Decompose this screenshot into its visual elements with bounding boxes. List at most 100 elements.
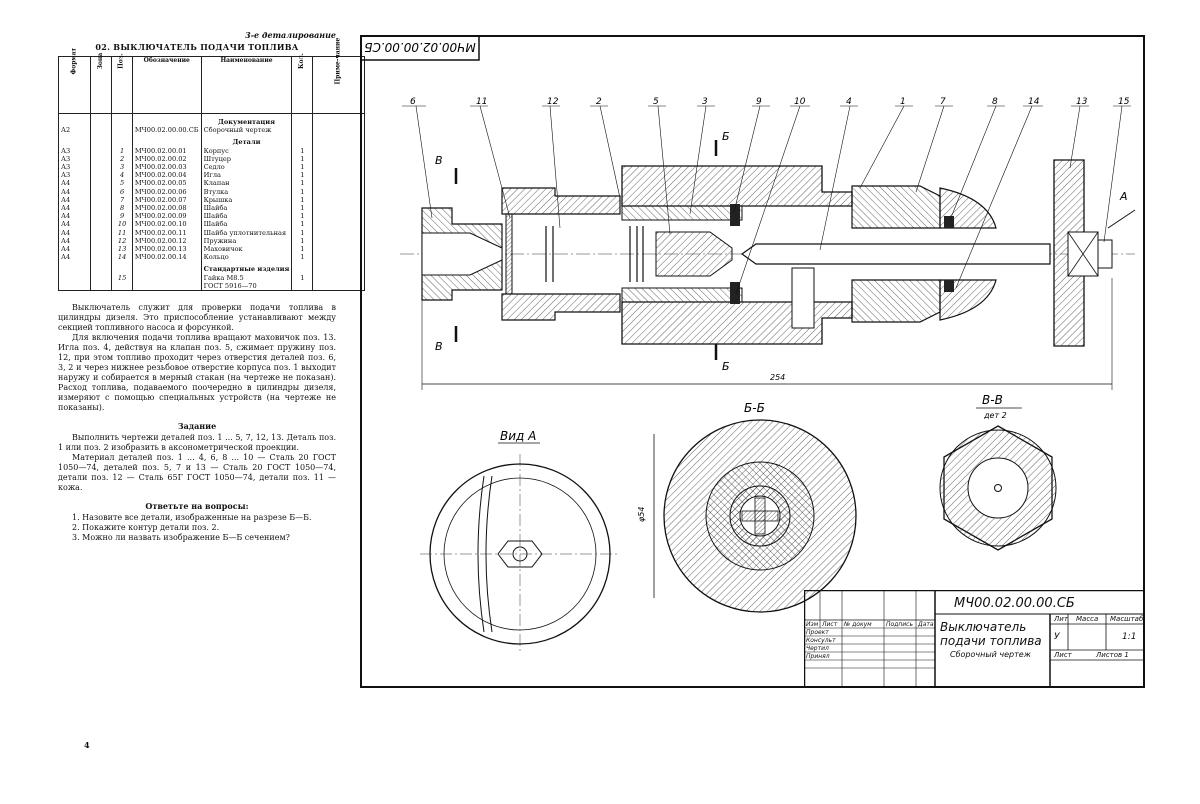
- cell-code: МЧ00.02.00.04: [131, 171, 202, 180]
- std-name-1: Гайка М8.5: [203, 273, 244, 282]
- section-markers: [454, 140, 718, 360]
- cell-pos: 6: [111, 187, 133, 196]
- part-15-nut: [1097, 239, 1113, 269]
- cell-code: МЧ00.02.00.08: [131, 204, 202, 213]
- cell-code: МЧ00.02.00.00.СБ: [131, 126, 202, 135]
- part-7-cover-bottom: [851, 279, 941, 323]
- callout-3: 3: [702, 97, 708, 107]
- row-chertil: Чертил: [806, 645, 829, 652]
- cell: [89, 261, 113, 274]
- cell-qty: 1: [291, 146, 314, 155]
- cell: [131, 261, 202, 274]
- cell-code: [131, 273, 202, 292]
- cell-format: А4: [58, 212, 91, 221]
- part-9-washer: [730, 204, 740, 226]
- cell-qty: 1: [291, 212, 314, 221]
- callout-5: 5: [653, 97, 659, 107]
- running-head: 3-е деталирование: [245, 30, 336, 40]
- question-1: 1. Назовите все детали, изображенные на …: [72, 513, 312, 523]
- cell-name: Кольцо: [200, 253, 293, 262]
- specification-table: Формат Зона Поз. Обозначение Наименовани…: [58, 38, 365, 292]
- title-block-grid: [804, 590, 1145, 688]
- cell-code: МЧ00.02.00.12: [131, 236, 202, 246]
- cell-zone: [89, 228, 113, 237]
- task-paragraph-1: Выполнить чертежи деталей поз. 1 ... 5, …: [58, 433, 336, 453]
- callout-9: 9: [756, 97, 762, 107]
- section-vv-title: В-В: [982, 393, 1003, 407]
- cell-name: Клапан: [200, 179, 293, 188]
- cell-pos: 13: [111, 245, 133, 254]
- cell-format: А2: [58, 126, 91, 135]
- cell-pos: 15: [111, 273, 133, 292]
- cell-format: А4: [58, 179, 91, 188]
- cell-name: Седло: [200, 163, 293, 172]
- cell-format: [58, 273, 91, 292]
- cell-note: [312, 187, 365, 196]
- cell-format: А4: [58, 253, 91, 262]
- cell-zone: [89, 179, 113, 188]
- cell-pos: 2: [111, 154, 133, 164]
- task-title: Задание: [177, 421, 217, 432]
- cell-format: А3: [58, 163, 91, 172]
- section-label-b-top: Б: [722, 130, 730, 143]
- cell-zone: [89, 146, 113, 155]
- cell-note: [312, 171, 365, 180]
- cell-code: МЧ00.02.00.14: [131, 253, 202, 262]
- spec-section-docs: Документация: [200, 113, 293, 127]
- cell-code: МЧ00.02.00.02: [131, 154, 202, 164]
- cell-format: А4: [58, 236, 91, 246]
- cell-name: Игла: [200, 171, 293, 180]
- cell: [312, 261, 365, 274]
- cell-format: А4: [58, 187, 91, 196]
- stamp-sheets: Листов 1: [1096, 651, 1129, 659]
- cell-qty: 1: [291, 220, 314, 229]
- rotated-doc-code: МЧ00.02.00.00.СБ: [364, 40, 476, 54]
- cell-pos: 9: [111, 212, 133, 221]
- cell-pos: 14: [111, 253, 133, 262]
- title-block-subtitle: Сборочный чертеж: [950, 650, 1031, 659]
- part-7-cover-top: [851, 185, 941, 229]
- cell-name: Шайба: [200, 212, 293, 221]
- cell-pos: 10: [111, 220, 133, 229]
- cell-format: А3: [58, 154, 91, 164]
- part-12-spring: [545, 226, 644, 282]
- cell-zone: [89, 253, 113, 262]
- view-arrow-a: А: [1119, 190, 1128, 203]
- col-header-izm: Изм: [806, 621, 819, 628]
- spec-header-pos: Поз.: [111, 53, 133, 114]
- row-konsult: Консульт: [806, 637, 836, 644]
- cell-qty: 1: [291, 179, 314, 188]
- cell-note: [312, 154, 365, 164]
- callout-11: 11: [476, 97, 487, 107]
- cell-code: МЧ00.02.00.07: [131, 195, 202, 205]
- table-row: А2 МЧ00.02.00.00.СБ Сборочный чертеж: [58, 126, 365, 135]
- stamp-sheet: Лист: [1054, 651, 1072, 659]
- cell-format: А4: [58, 204, 91, 213]
- title-block-title-1: Выключатель: [940, 620, 1027, 634]
- section-bb-title: Б-Б: [744, 401, 765, 415]
- task-paragraph-2: Материал деталей поз. 1 ... 4, 6, 8 ... …: [58, 453, 336, 493]
- section-vv-note: дет 2: [983, 411, 1007, 420]
- title-block-title-2: подачи топлива: [940, 634, 1042, 648]
- cell-code: МЧ00.02.00.06: [131, 187, 202, 196]
- cell-pos: 11: [111, 228, 133, 237]
- callout-2: 2: [596, 97, 602, 107]
- desc-paragraph-2: Для включения подачи топлива вращают мах…: [58, 333, 336, 413]
- description-text: Выключатель служит для проверки подачи т…: [58, 303, 336, 543]
- main-section-view: 254 В В Б Б А: [400, 130, 1136, 390]
- section-vv: В-В дет 2: [939, 393, 1057, 551]
- callout-12: 12: [547, 97, 559, 107]
- view-a: Вид А: [420, 429, 620, 654]
- cell-qty: 1: [291, 163, 314, 172]
- row-prinyal: Принял: [806, 653, 830, 660]
- stamp-scale: Масштаб: [1110, 615, 1144, 623]
- cell-pos: 5: [111, 179, 133, 188]
- cell-code: МЧ00.02.00.09: [131, 212, 202, 221]
- cell-pos: 12: [111, 236, 133, 246]
- dimension-phi54: φ54: [637, 507, 646, 522]
- cell-note: [312, 253, 365, 262]
